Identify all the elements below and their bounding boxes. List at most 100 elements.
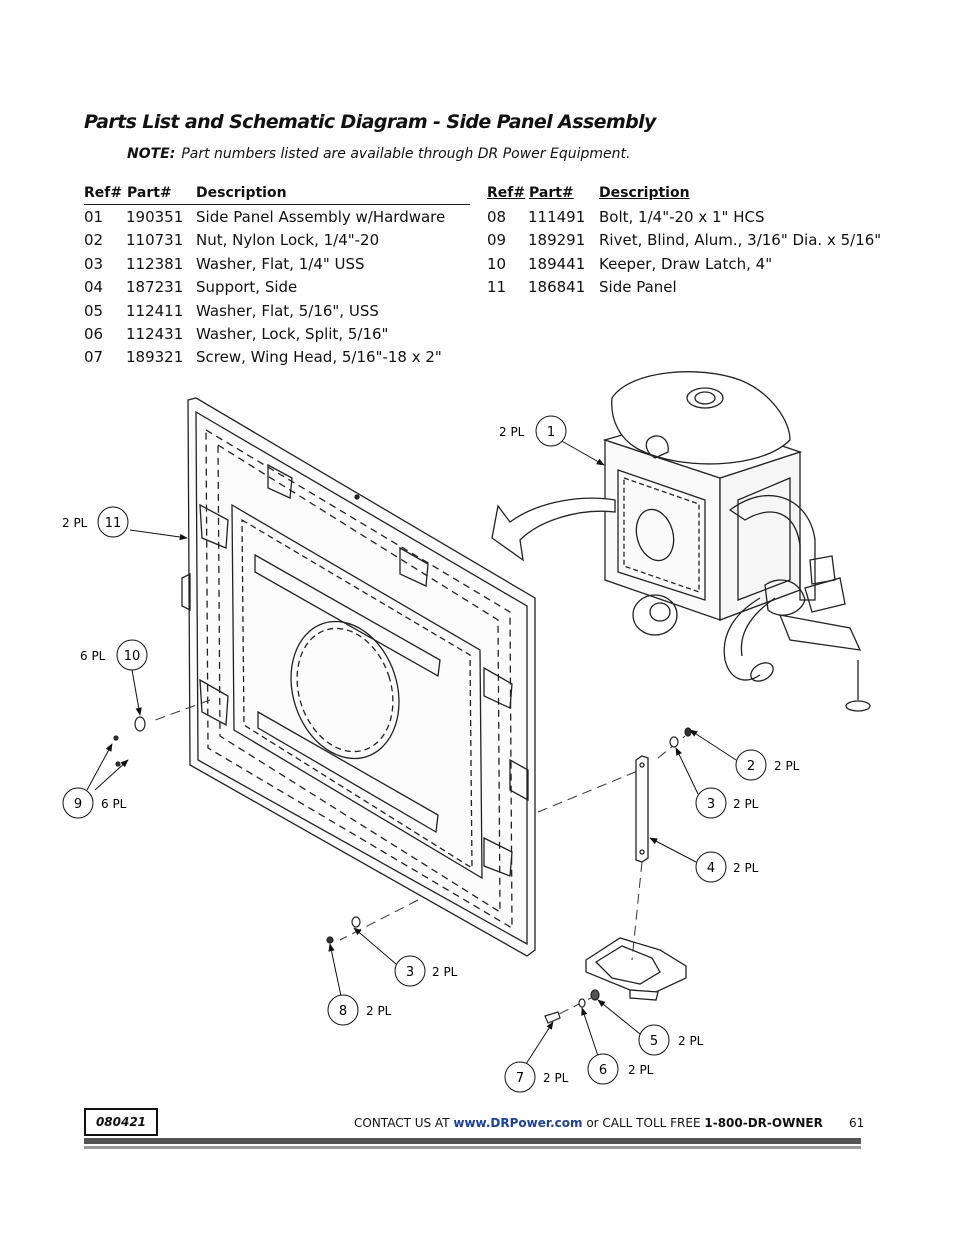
part-cell: 110731	[126, 231, 184, 250]
schematic-diagram: 1 2 PL 11 2 PL 10 6 PL 9 6 PL 2 2 PL 3 2…	[62, 371, 871, 1093]
col-desc-header: Description	[599, 185, 690, 201]
desc-cell: Nut, Nylon Lock, 1/4"-20	[196, 231, 380, 250]
callout-number: 5	[650, 1034, 658, 1049]
callout-8: 8 2 PL	[327, 994, 392, 1026]
ref-cell: 03	[84, 254, 104, 273]
callout-number: 1	[547, 425, 555, 440]
col-ref-header: Ref#	[487, 185, 526, 201]
callout-4: 4 2 PL	[695, 851, 759, 883]
col-ref-header: Ref#	[84, 185, 123, 201]
callout-circle	[116, 639, 148, 671]
contact-mid: or CALL TOLL FREE	[582, 1116, 705, 1130]
footer-divider-light	[84, 1146, 861, 1149]
col-part-header: Part#	[529, 185, 574, 201]
note-label: NOTE:	[127, 146, 176, 162]
callout-qty: 2 PL	[62, 516, 88, 530]
callout-circle	[504, 1061, 536, 1093]
part-cell: 112431	[126, 324, 184, 343]
callout-number: 7	[516, 1071, 524, 1086]
side-panel-illustration	[181, 397, 536, 957]
callout-number: 3	[406, 965, 414, 980]
callout-number: 3	[707, 797, 715, 812]
ref-cell: 04	[84, 278, 104, 297]
draw-latch-illustration	[585, 937, 687, 1001]
engine-assembly-illustration	[602, 371, 871, 712]
callout-circle	[695, 787, 727, 819]
callout-circle	[695, 851, 727, 883]
callout-circle	[62, 787, 94, 819]
phone-number: 1-800-DR-OWNER	[704, 1116, 823, 1130]
desc-cell: Side Panel Assembly w/Hardware	[196, 208, 446, 226]
document-code: 080421	[84, 1108, 158, 1136]
callout-11: 11 2 PL	[62, 506, 129, 538]
desc-cell: Washer, Flat, 5/16", USS	[196, 301, 379, 320]
side-support-illustration	[635, 755, 649, 863]
callout-6: 6 2 PL	[587, 1053, 654, 1085]
callout-qty: 2 PL	[366, 1004, 392, 1018]
footer-divider	[84, 1138, 861, 1144]
desc-cell: Bolt, 1/4"-20 x 1" HCS	[599, 208, 765, 226]
callout-qty: 2 PL	[678, 1034, 704, 1048]
desc-cell: Keeper, Draw Latch, 4"	[599, 254, 773, 273]
contact-line: CONTACT US AT www.DRPower.com or CALL TO…	[354, 1116, 823, 1130]
website-link[interactable]: www.DRPower.com	[453, 1116, 583, 1130]
desc-cell: Side Panel	[599, 278, 677, 297]
direction-arrow	[491, 497, 616, 562]
callout-qty: 2 PL	[733, 861, 759, 875]
col-desc-header: Description	[196, 185, 287, 201]
leader-lines	[86, 439, 737, 1065]
callout-circle	[587, 1053, 619, 1085]
ref-cell: 02	[84, 231, 104, 250]
note: NOTE: Part numbers listed are available t…	[127, 146, 630, 162]
ref-cell: 06	[84, 324, 104, 343]
callout-number: 9	[74, 797, 82, 812]
callout-circle	[638, 1024, 670, 1056]
part-cell: 112411	[126, 301, 184, 320]
callout-circle	[535, 415, 567, 447]
desc-cell: Washer, Lock, Split, 5/16"	[196, 324, 389, 343]
callout-qty: 2 PL	[432, 965, 458, 979]
part-cell: 186841	[528, 278, 586, 297]
ref-cell: 01	[84, 208, 104, 226]
callout-circle	[394, 955, 426, 987]
ref-cell: 09	[487, 231, 507, 250]
callout-5: 5 2 PL	[638, 1024, 704, 1056]
callout-circle	[735, 749, 767, 781]
callout-2: 2 2 PL	[735, 749, 800, 781]
callout-qty: 6 PL	[80, 649, 106, 663]
callout-circle	[97, 506, 129, 538]
callout-qty: 2 PL	[628, 1063, 654, 1077]
desc-cell: Washer, Flat, 1/4" USS	[196, 254, 365, 273]
page-number: 61	[849, 1116, 865, 1130]
callout-qty: 2 PL	[499, 425, 525, 439]
desc-cell: Screw, Wing Head, 5/16"-18 x 2"	[196, 348, 442, 367]
ref-cell: 10	[487, 254, 507, 273]
ref-cell: 07	[84, 348, 104, 367]
contact-prefix: CONTACT US AT	[354, 1116, 454, 1130]
ref-cell: 05	[84, 301, 104, 320]
callout-10: 10 6 PL	[80, 639, 148, 671]
callout-3-upper: 3 2 PL	[695, 787, 759, 819]
part-cell: 111491	[528, 208, 586, 226]
desc-cell: Support, Side	[196, 278, 298, 297]
callout-7: 7 2 PL	[504, 1061, 569, 1093]
callout-number: 8	[339, 1004, 347, 1019]
callout-1: 1 2 PL	[499, 415, 567, 447]
note-text: Part numbers listed are available throug…	[181, 146, 631, 162]
assembly-lines	[149, 699, 686, 1017]
callout-3-lower: 3 2 PL	[394, 955, 458, 987]
callout-number: 11	[105, 516, 122, 531]
part-cell: 187231	[126, 278, 184, 297]
part-cell: 190351	[126, 208, 184, 226]
callout-qty: 2 PL	[733, 797, 759, 811]
col-part-header: Part#	[127, 185, 172, 201]
callout-qty: 6 PL	[101, 797, 127, 811]
ref-cell: 08	[487, 208, 507, 226]
callout-number: 10	[124, 649, 141, 664]
part-cell: 189441	[528, 254, 586, 273]
callout-qty: 2 PL	[774, 759, 800, 773]
callout-qty: 2 PL	[543, 1071, 569, 1085]
callout-number: 6	[599, 1063, 607, 1078]
ref-cell: 11	[487, 278, 507, 297]
callout-number: 2	[747, 759, 755, 774]
